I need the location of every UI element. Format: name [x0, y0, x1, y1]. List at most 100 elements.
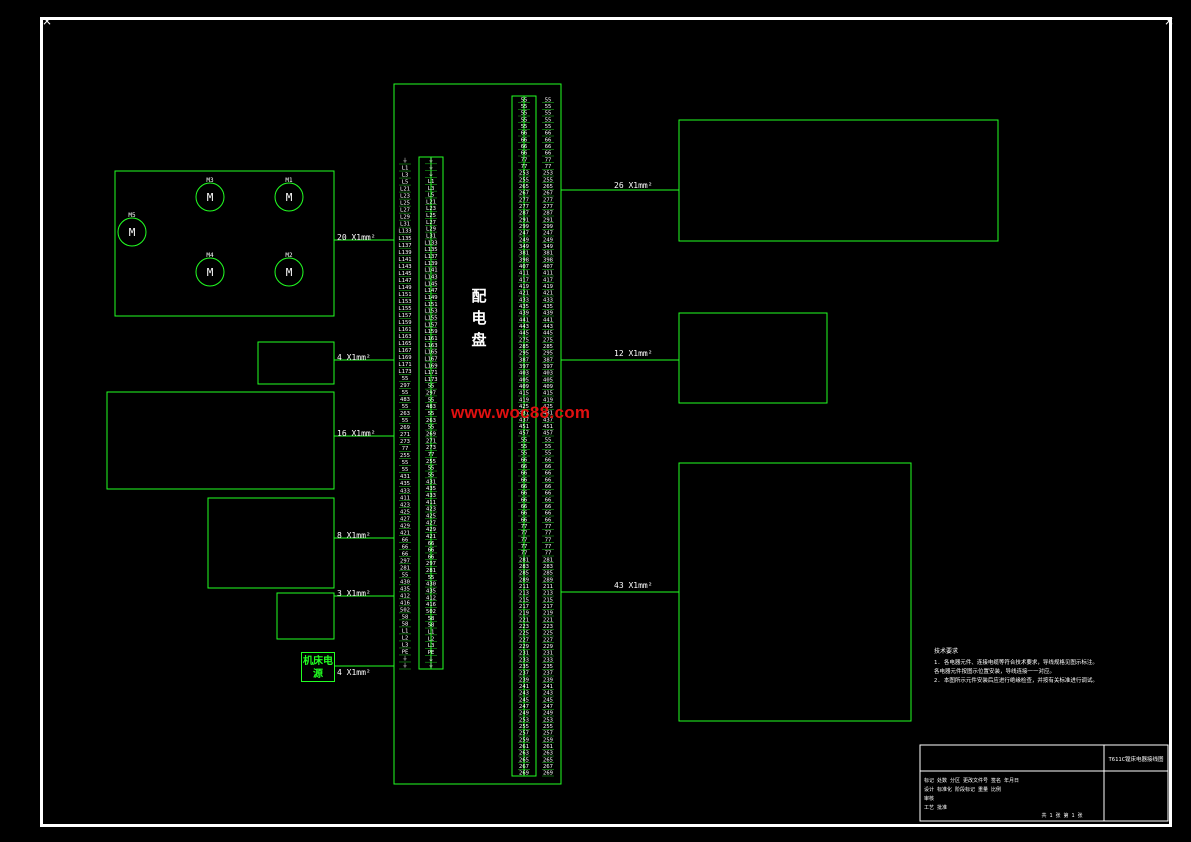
terminal-label: 419: [543, 284, 553, 290]
terminal-label: L145: [398, 271, 411, 277]
terminal-label: L161: [424, 336, 437, 342]
terminal-label: 421: [400, 530, 410, 536]
terminal-label: L141: [424, 268, 437, 274]
terminal-label: 439: [519, 311, 529, 317]
terminal-label: L149: [424, 295, 437, 301]
terminal-label: 283: [543, 564, 553, 570]
terminal-label: 253: [519, 171, 529, 177]
terminal-label: 55: [521, 104, 528, 110]
terminal-label: 66: [521, 497, 528, 503]
terminal-label: 269: [519, 771, 529, 777]
terminal-label: 241: [543, 684, 553, 690]
terminal-label: 77: [545, 551, 552, 557]
terminal-label: 253: [519, 717, 529, 723]
terminal-label: 429: [400, 523, 410, 529]
terminal-label: 421: [426, 534, 436, 540]
terminal-label: 77: [521, 537, 528, 543]
terminal-label: 55: [521, 444, 528, 450]
terminal-label: 77: [521, 164, 528, 170]
motor-label: M3: [206, 177, 214, 184]
terminal-label: 247: [543, 231, 553, 237]
terminal-label: 255: [400, 453, 410, 459]
terminal-label: L3: [402, 643, 409, 649]
terminal-label: L163: [424, 343, 437, 349]
terminal-label: 77: [545, 531, 552, 537]
terminal-label: 66: [545, 464, 552, 470]
terminal-label: 229: [543, 644, 553, 650]
terminal-label: 281: [543, 557, 553, 563]
terminal-label: 66: [545, 491, 552, 497]
terminal-label: 66: [545, 477, 552, 483]
terminal-label: 55: [428, 384, 435, 390]
machine-power-box: 机床电源: [301, 652, 335, 682]
terminal-label: L159: [424, 329, 437, 335]
terminal-label: ⏚: [402, 663, 408, 670]
terminal-label: 55: [545, 97, 552, 103]
terminal-label: L171: [424, 370, 437, 376]
terminal-label: L31: [400, 222, 410, 228]
terminal-label: L5: [428, 193, 435, 199]
terminal-label: 217: [519, 604, 529, 610]
distribution-panel: [393, 83, 562, 785]
terminal-label: 253: [543, 717, 553, 723]
terminal-label: 273: [426, 445, 436, 451]
terminal-label: 223: [543, 624, 553, 630]
terminal-label: 457: [519, 431, 529, 437]
motor-box: [114, 170, 335, 317]
terminal-label: 66: [521, 144, 528, 150]
terminal-label: 55: [402, 460, 409, 466]
terminal-label: 409: [543, 384, 553, 390]
terminal-label: 349: [519, 244, 529, 250]
terminal-label: 66: [521, 504, 528, 510]
terminal-label: 398: [543, 257, 553, 263]
terminal-label: L23: [426, 206, 436, 212]
terminal-label: 297: [400, 558, 410, 564]
notes-title: 技术要求: [934, 647, 958, 655]
terminal-label: 55: [402, 404, 409, 410]
terminal-label: 283: [519, 564, 529, 570]
component-box-1: [257, 341, 335, 385]
terminal-label: ⏚: [428, 171, 434, 178]
terminal-label: 247: [543, 704, 553, 710]
terminal-label: 291: [543, 217, 553, 223]
terminal-label: 421: [543, 291, 553, 297]
terminal-label: 66: [545, 151, 552, 157]
terminal-label: L3: [428, 643, 435, 649]
terminal-label: 253: [543, 171, 553, 177]
terminal-label: 271: [426, 438, 436, 444]
terminal-label: 416: [400, 600, 410, 606]
terminal-label: 55: [521, 97, 528, 103]
terminal-label: L169: [398, 355, 411, 361]
terminal-label: L143: [424, 275, 437, 281]
terminal-label: 55: [428, 397, 435, 403]
terminal-label: 265: [543, 757, 553, 763]
terminal-label: 263: [543, 751, 553, 757]
terminal-label: L165: [398, 341, 411, 347]
cable-label: 3 X1mm²: [337, 589, 371, 598]
terminal-label: 55: [545, 111, 552, 117]
terminal-label: 225: [519, 631, 529, 637]
sheet-info: 共 1 张 第 1 张: [1041, 812, 1082, 819]
terminal-label: 398: [519, 257, 529, 263]
terminal-label: 277: [543, 204, 553, 210]
terminal-label: 66: [545, 511, 552, 517]
terminal-label: L135: [398, 236, 411, 242]
terminal-label: 237: [519, 671, 529, 677]
terminal-label: L171: [398, 362, 411, 368]
motor-symbol-m1: [274, 182, 304, 212]
terminal-label: 387: [519, 357, 529, 363]
terminal-label: 241: [519, 684, 529, 690]
terminal-label: 66: [402, 551, 409, 557]
terminal-label: 441: [519, 317, 529, 323]
terminal-label: L135: [424, 247, 437, 253]
terminal-label: 66: [428, 541, 435, 547]
terminal-label: 58: [428, 623, 435, 629]
note-line: 各电器元件按图示位置安装，导线连接一一对应。: [934, 667, 1055, 675]
motor-symbol-m2: [274, 257, 304, 287]
right-box-1: [678, 119, 999, 242]
terminal-label: 66: [521, 491, 528, 497]
terminal-label: 441: [543, 317, 553, 323]
terminal-label: 433: [400, 488, 410, 494]
motor-symbol-m5: [117, 217, 147, 247]
